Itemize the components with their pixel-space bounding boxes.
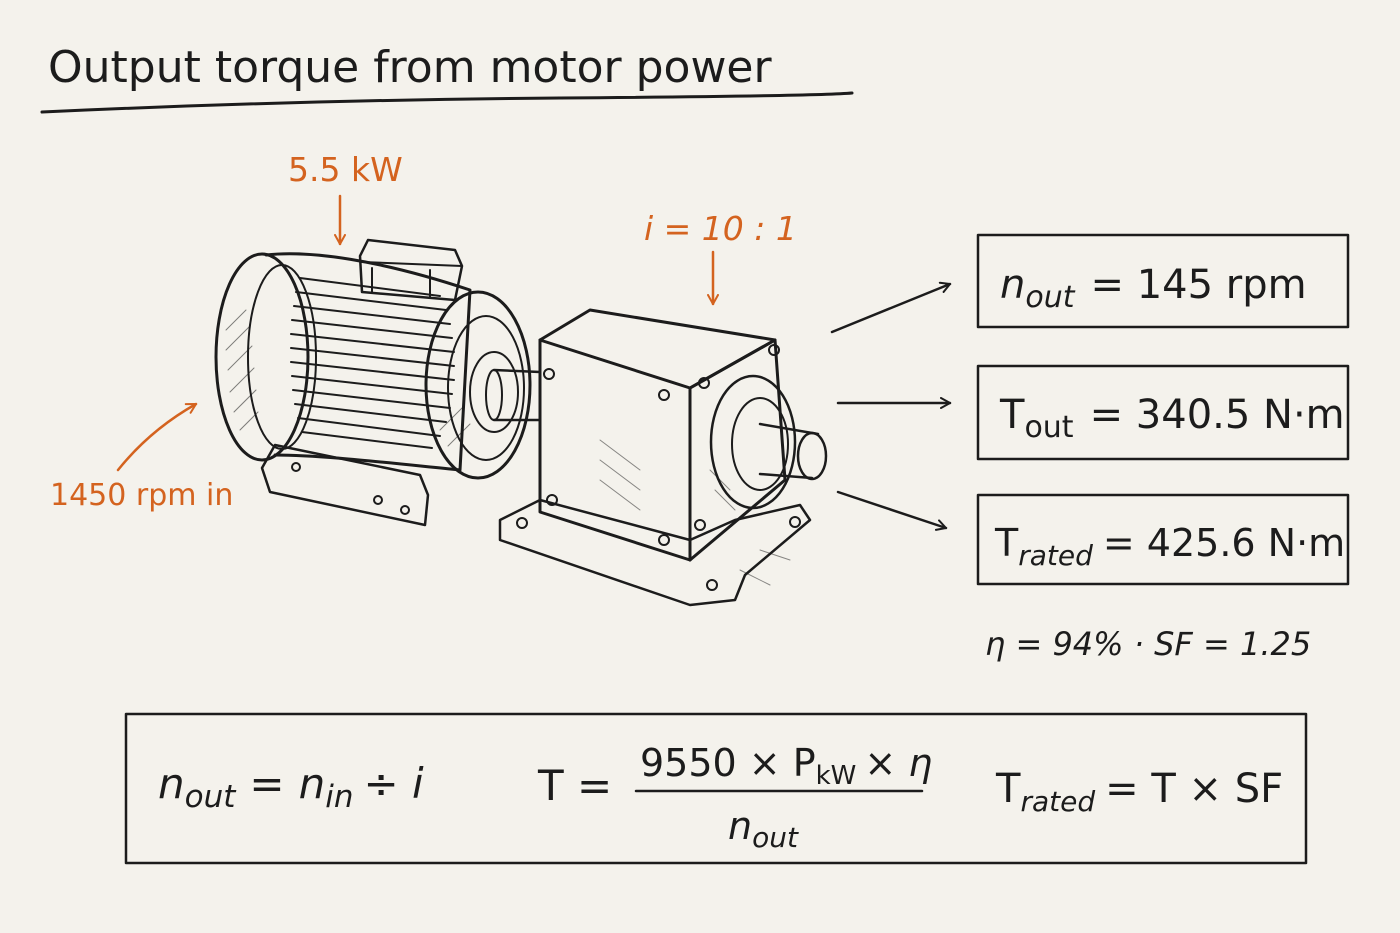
speed-formula: nout=nin÷ i [158, 759, 424, 815]
power-label: 5.5 kW [288, 150, 403, 189]
result-box-rated-torque: Trated= 425.6 N·m [976, 493, 1350, 586]
arrow-to-speed-result [830, 281, 952, 334]
title-underline [40, 91, 854, 114]
arrow-to-rated-result [836, 490, 948, 531]
rated-formula: Trated= T × SF [995, 766, 1283, 818]
torque-formula-lhs: T = [537, 761, 612, 810]
result-box-output-speed: nout= 145 rpm [976, 233, 1350, 329]
input-speed-arrow [116, 402, 198, 472]
torque-formula-numerator: 9550 × PkW× η [640, 741, 932, 791]
result-label: nout= 145 rpm [1000, 262, 1307, 315]
formula-box: nout=nin÷ i T = 9550 × PkW× η nout Trate… [124, 712, 1308, 865]
gearbox-icon [498, 308, 828, 607]
parameters-label: η = 94% · SF = 1.25 [985, 625, 1311, 663]
page-title: Output torque from motor power [48, 42, 773, 93]
electric-motor-icon [214, 238, 542, 527]
result-box-output-torque: Tout= 340.5 N·m [976, 364, 1350, 461]
result-label: Tout= 340.5 N·m [999, 392, 1345, 445]
ratio-label: i = 10 : 1 [644, 209, 797, 248]
input-speed-label: 1450 rpm in [50, 478, 233, 513]
result-label: Trated= 425.6 N·m [994, 521, 1345, 572]
torque-formula-denominator: nout [728, 804, 799, 854]
